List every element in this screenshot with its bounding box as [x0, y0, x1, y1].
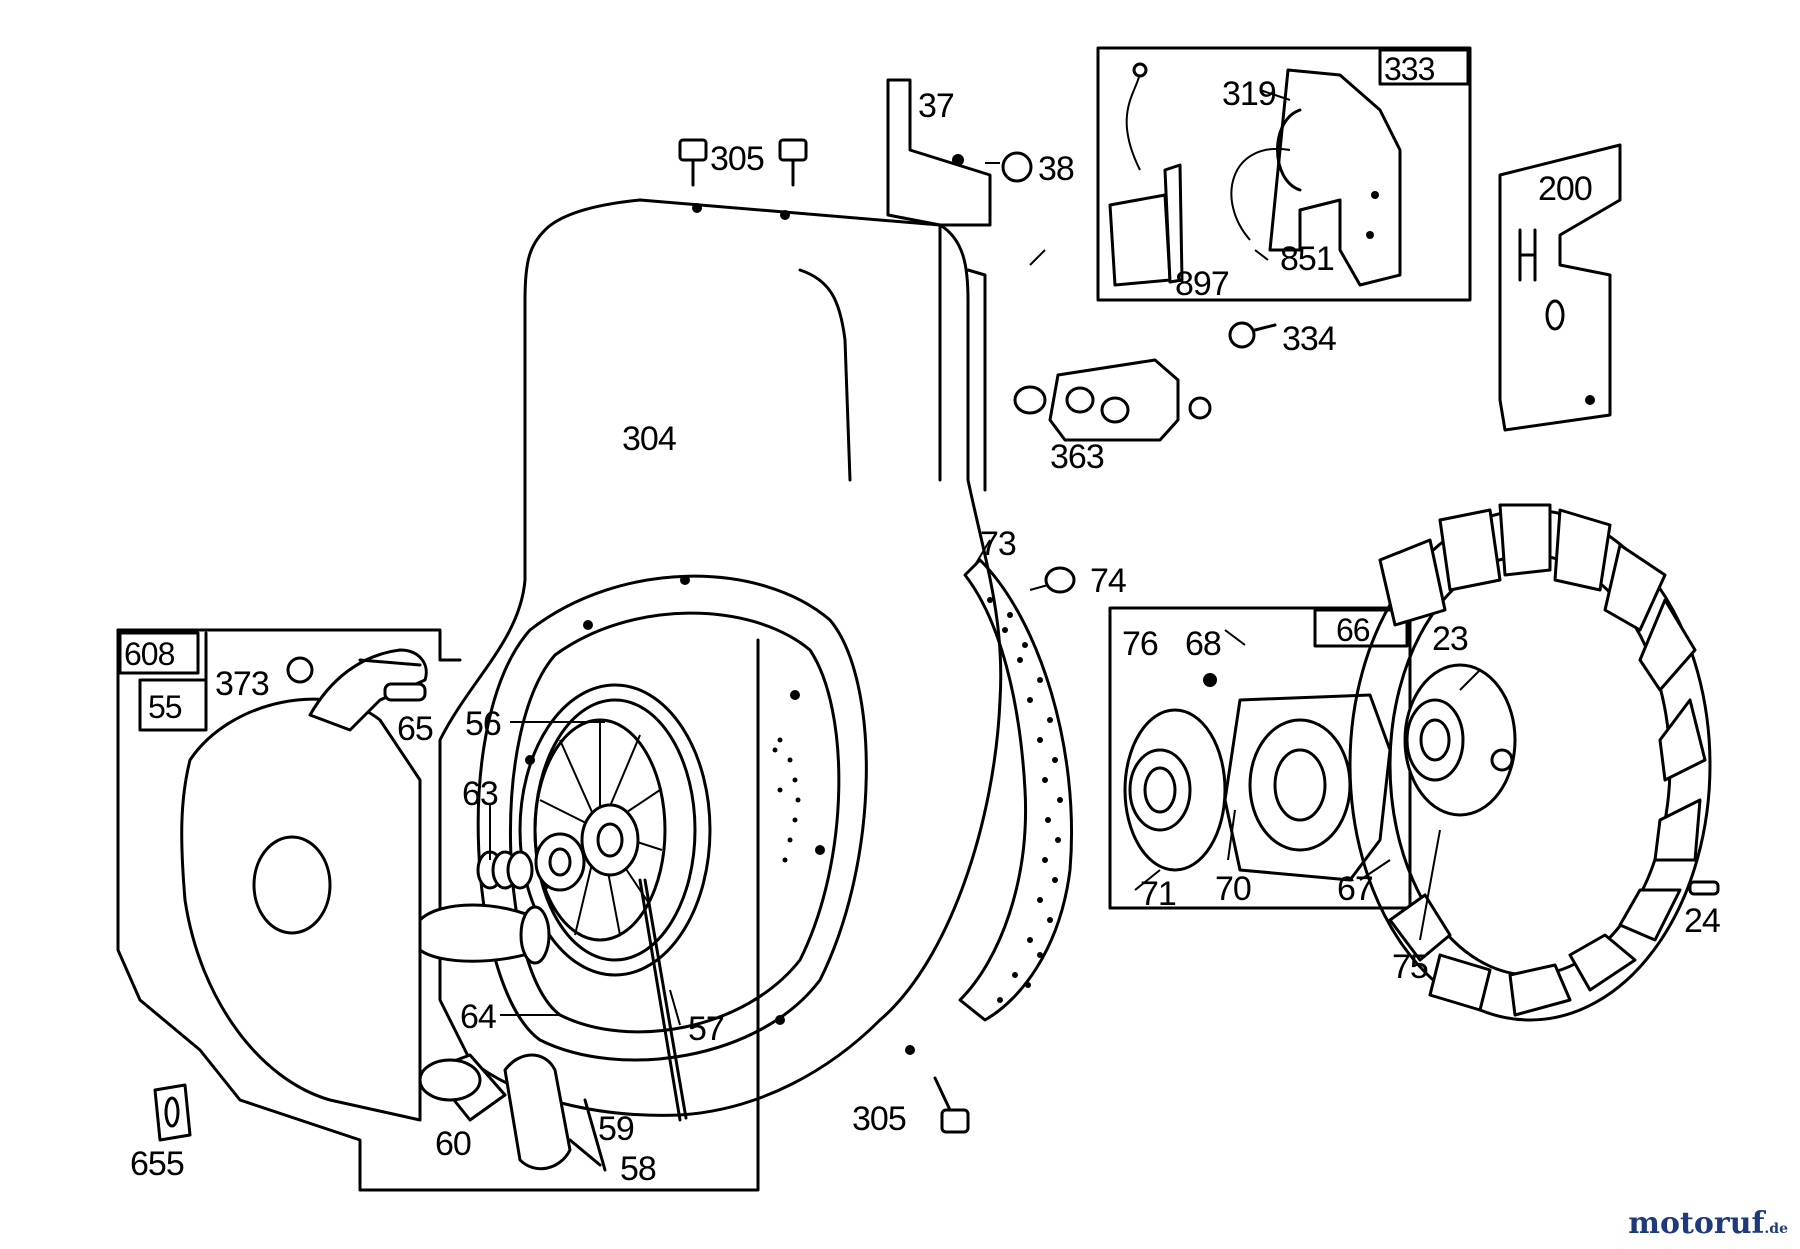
nut-74 — [1029, 566, 1076, 594]
leader-lines — [489, 89, 1481, 1026]
starter-pulley-56 — [518, 683, 712, 1122]
label-333: 333 — [1384, 51, 1435, 87]
label-24: 24 — [1684, 902, 1720, 940]
label-305-bottom: 305 — [852, 1100, 906, 1138]
label-57: 57 — [688, 1010, 724, 1048]
blower-housing-304 — [438, 198, 1074, 1117]
label-63: 63 — [462, 775, 498, 813]
watermark-brand: motoruf — [1628, 1206, 1765, 1241]
plate-200 — [1498, 143, 1622, 432]
armature-box-333 — [1096, 46, 1472, 302]
screw-334 — [1228, 321, 1277, 349]
label-655: 655 — [130, 1145, 184, 1183]
label-334: 334 — [1282, 320, 1336, 358]
label-76: 76 — [1122, 625, 1158, 663]
label-305-top: 305 — [710, 140, 764, 178]
label-58: 58 — [620, 1150, 656, 1188]
screw-305-bottom — [933, 1076, 970, 1134]
label-851: 851 — [1280, 240, 1334, 278]
label-67: 67 — [1337, 870, 1373, 908]
label-37: 37 — [918, 87, 954, 125]
flywheel-23 — [1348, 503, 1720, 1022]
label-66: 66 — [1336, 612, 1370, 648]
label-68: 68 — [1185, 625, 1221, 663]
label-64: 64 — [460, 998, 496, 1036]
label-60: 60 — [435, 1125, 471, 1163]
label-71: 71 — [1140, 875, 1176, 913]
label-200: 200 — [1538, 170, 1592, 208]
label-363: 363 — [1050, 438, 1104, 476]
bracket-37 — [886, 78, 1033, 227]
label-319: 319 — [1222, 75, 1276, 113]
label-75: 75 — [1392, 948, 1428, 986]
label-608: 608 — [124, 636, 175, 672]
callout-labels: 37 305 38 333 319 851 897 200 334 363 30… — [124, 51, 1721, 1188]
label-38: 38 — [1038, 150, 1074, 188]
label-304: 304 — [622, 420, 676, 458]
label-56: 56 — [465, 705, 501, 743]
starter-handle-60 — [418, 1053, 607, 1172]
terminal-block-363 — [1013, 358, 1212, 442]
label-373: 373 — [215, 665, 269, 703]
label-55: 55 — [148, 689, 182, 725]
rewind-starter-55 — [116, 628, 760, 1192]
label-59: 59 — [598, 1110, 634, 1148]
screws-305-top — [678, 138, 808, 187]
label-73: 73 — [980, 525, 1016, 563]
label-74: 74 — [1090, 562, 1126, 600]
label-65: 65 — [397, 710, 433, 748]
watermark-logo: motoruf.de — [1628, 1206, 1788, 1241]
label-897: 897 — [1175, 265, 1229, 303]
label-23: 23 — [1432, 620, 1468, 658]
clutch-box-66 — [1108, 606, 1412, 910]
clip-655 — [153, 1083, 192, 1142]
label-70: 70 — [1215, 870, 1251, 908]
watermark-tld: .de — [1764, 1221, 1788, 1237]
